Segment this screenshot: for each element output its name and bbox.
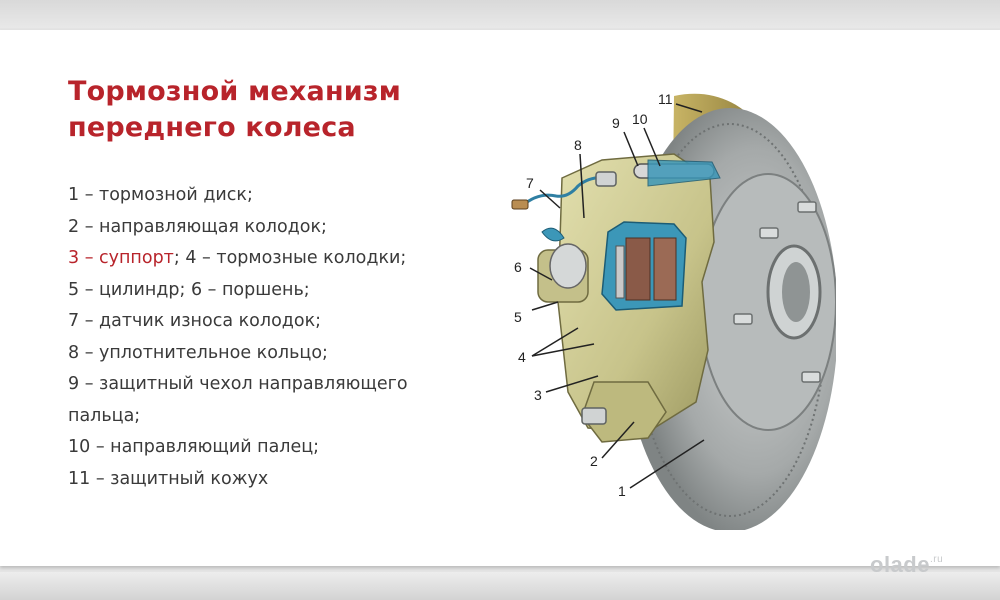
brake-mechanism-diagram: 11 10 9 8 7 6 5 4 3 2 1 bbox=[511, 91, 836, 530]
callout-8: 8 bbox=[574, 137, 582, 153]
title-line-2: переднего колеса bbox=[68, 112, 356, 143]
title-line-1: Тормозной механизм bbox=[68, 76, 402, 107]
legend-item-3-4: 3 – суппорт; 4 – тормозные колодки; bbox=[68, 243, 488, 275]
legend-item-5-6: 5 – цилиндр; 6 – поршень; bbox=[68, 279, 310, 300]
hub-bore-inner bbox=[782, 262, 810, 322]
legend-item-10: 10 – направляющий палец; bbox=[68, 437, 320, 457]
callout-leaders bbox=[529, 103, 705, 489]
guide-pin-boot bbox=[647, 159, 721, 187]
legend-item-9: 9 – защитный чехол направляющего bbox=[68, 374, 408, 394]
legend-item-3-highlight: 3 – суппорт bbox=[68, 248, 174, 268]
brake-pad-outer bbox=[653, 237, 677, 301]
parts-legend: 1 – тормозной диск; 2 – направляющая кол… bbox=[68, 180, 488, 495]
legend-line-end: ; bbox=[400, 248, 407, 268]
callout-5: 5 bbox=[514, 309, 522, 325]
legend-separator: ; bbox=[173, 248, 186, 268]
caliper-bolts bbox=[581, 171, 617, 425]
callout-1: 1 bbox=[618, 483, 626, 499]
brake-pad-inner bbox=[625, 237, 651, 301]
top-band bbox=[0, 0, 1000, 28]
watermark-suffix: .ru bbox=[929, 553, 944, 565]
legend-item-8: 8 – уплотнительное кольцо; bbox=[68, 342, 328, 363]
callout-7: 7 bbox=[526, 175, 534, 191]
brake-piston bbox=[549, 243, 587, 289]
callout-6: 6 bbox=[514, 259, 522, 275]
wear-sensor-wire bbox=[521, 176, 607, 208]
callout-10: 10 bbox=[632, 111, 648, 127]
callout-3: 3 bbox=[534, 387, 542, 403]
wear-sensor-connector bbox=[511, 199, 529, 210]
legend-item-2: 2 – направляющая колодок; bbox=[68, 216, 327, 237]
slide-title: Тормозной механизм переднего колеса bbox=[68, 74, 401, 146]
wheel-studs bbox=[733, 201, 821, 383]
callout-11: 11 bbox=[658, 91, 673, 107]
legend-item-11: 11 – защитный кожух bbox=[68, 468, 269, 489]
pad-backing-plate bbox=[615, 245, 625, 299]
callout-4: 4 bbox=[518, 349, 526, 365]
spring-clip bbox=[541, 227, 565, 242]
bottom-band bbox=[0, 572, 1000, 600]
legend-item-7: 7 – датчик износа колодок; bbox=[68, 311, 322, 331]
callout-2: 2 bbox=[590, 453, 598, 469]
callout-9: 9 bbox=[612, 115, 620, 131]
legend-item-9-cont: пальца; bbox=[68, 405, 141, 426]
legend-item-1: 1 – тормозной диск; bbox=[68, 185, 253, 205]
legend-item-4: 4 – тормозные колодки bbox=[185, 248, 401, 268]
